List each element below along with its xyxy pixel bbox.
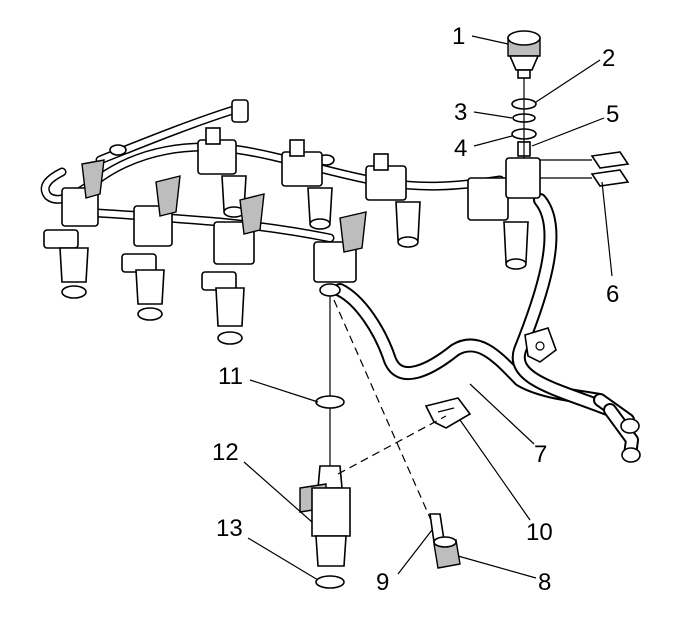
injector-lower-3 — [201, 193, 265, 345]
o-ring-11 — [315, 395, 345, 409]
injector-upper-1 — [197, 127, 247, 218]
injector-lower-4-socket — [313, 211, 367, 297]
fitting-dash-line — [333, 299, 439, 537]
retainer-clip-6 — [540, 151, 630, 187]
injector-wiring-harness — [40, 99, 505, 243]
clip-dash-line — [337, 415, 447, 475]
fuel-injector-12 — [299, 465, 351, 567]
leader-lines — [243, 35, 613, 581]
injector-lower-2 — [121, 175, 181, 321]
callout-5: 5 — [606, 101, 619, 128]
callout-1: 1 — [452, 23, 465, 50]
injector-upper-3 — [365, 153, 421, 248]
callout-11: 11 — [218, 363, 243, 390]
o-ring-13 — [315, 575, 345, 589]
injector-upper-4 — [467, 157, 541, 270]
fuel-rail — [333, 193, 641, 463]
injector-lower-1 — [43, 159, 105, 299]
injector-clip-10 — [424, 397, 472, 429]
callout-9: 9 — [376, 569, 389, 596]
pressure-regulator-cap — [507, 30, 541, 79]
callout-7: 7 — [534, 441, 547, 468]
callout-13: 13 — [216, 515, 243, 542]
injector-upper-2 — [281, 139, 333, 230]
callout-2: 2 — [602, 45, 615, 72]
callout-6: 6 — [606, 281, 619, 308]
callout-8: 8 — [538, 569, 551, 596]
fitting-cap-8 — [433, 536, 461, 569]
callout-12: 12 — [212, 439, 239, 466]
callout-3: 3 — [454, 99, 467, 126]
callout-10: 10 — [526, 519, 553, 546]
callout-4: 4 — [454, 135, 467, 162]
